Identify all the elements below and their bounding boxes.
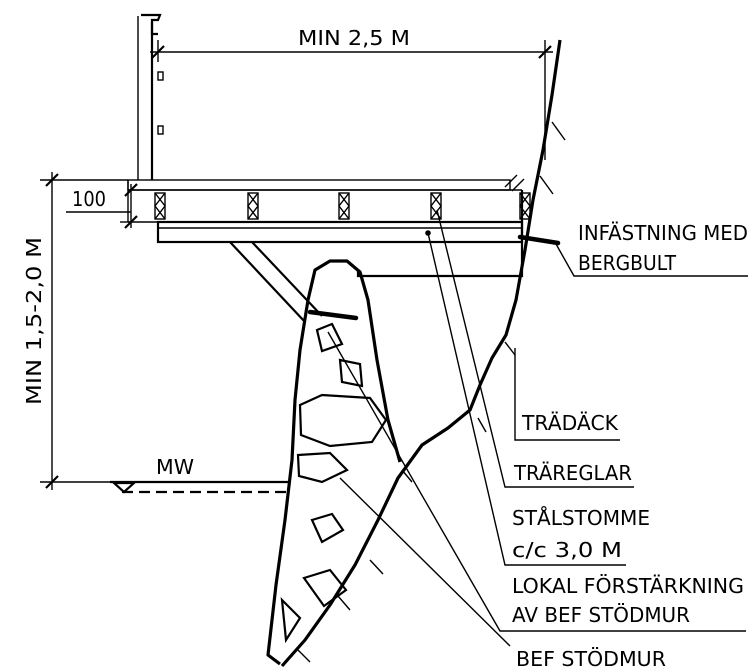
deck-break-mark [504,174,525,192]
dimension-width: MIN 2,5 M [150,26,553,160]
dimension-width-label: MIN 2,5 M [298,26,410,50]
wall-stone [298,393,388,448]
label-steel-line2: c/c 3,0 M [512,538,622,562]
water-level: MW [110,455,290,494]
callout-deck: TRÄDÄCK [514,348,620,441]
dimension-ticks [124,183,138,229]
leader-line [427,232,626,566]
dimension-height-label: MIN 1,5-2,0 M [22,237,46,405]
wall-stone [315,322,344,353]
retaining-wall-outline [266,259,402,666]
deck-board [127,179,511,191]
steel-lower-bracket [356,190,524,278]
wall-bolt [307,309,359,321]
label-joists: TRÄREGLAR [513,461,632,485]
dimension-ticks [45,173,59,489]
label-deck: TRÄDÄCK [521,411,619,435]
water-level-label: MW [156,455,194,479]
cliff-hatch [297,121,566,663]
wall-stone [302,568,348,608]
callout-fastening: INFÄSTNING MED BERGBULT [555,221,748,277]
dimension-100-label: 100 [72,187,106,211]
deck [127,174,531,223]
railing-bracket-upper [157,71,164,81]
label-reinforcement-line2: AV BEF STÖDMUR [512,603,690,627]
joist-block [519,192,531,220]
joist-block [247,192,259,220]
wall-stone [338,358,364,388]
leader-line [514,348,620,441]
steel-beam [156,220,524,244]
railing-cap [141,13,162,36]
retaining-wall [266,259,402,666]
callout-retaining-wall: BEF STÖDMUR [339,477,666,669]
wall-stone [310,512,345,544]
leader-line [327,331,746,632]
wall-stone [296,451,349,484]
label-steel-line1: STÅLSTOMME [512,506,650,530]
label-reinforcement-line1: LOKAL FÖRSTÄRKNING [512,574,744,598]
water-level-symbol [111,481,137,494]
callout-joists: TRÄREGLAR [436,209,634,488]
joist-block [430,192,442,220]
steel-strut [229,241,323,323]
dimension-ticks [151,45,552,59]
railing-bracket-lower [157,125,164,135]
wall-stone [280,597,302,644]
label-fastening-line2: BERGBULT [578,251,677,275]
leader-line [555,243,748,277]
dimension-100: 100 [66,183,138,229]
joist-block [154,192,166,220]
label-retaining-wall: BEF STÖDMUR [516,647,666,669]
leader-line [339,477,511,647]
cliff-edge [280,39,562,668]
callout-steel-frame: STÅLSTOMME c/c 3,0 M [427,232,650,566]
callout-reinforcement: LOKAL FÖRSTÄRKNING AV BEF STÖDMUR [327,331,746,632]
leader-line [436,209,634,488]
railing [137,13,164,180]
steel-frame [156,190,524,323]
joist-block [338,192,350,220]
label-fastening-line1: INFÄSTNING MED [578,221,748,245]
cliff [280,39,566,668]
dimension-height: MIN 1,5-2,0 M [22,172,128,490]
